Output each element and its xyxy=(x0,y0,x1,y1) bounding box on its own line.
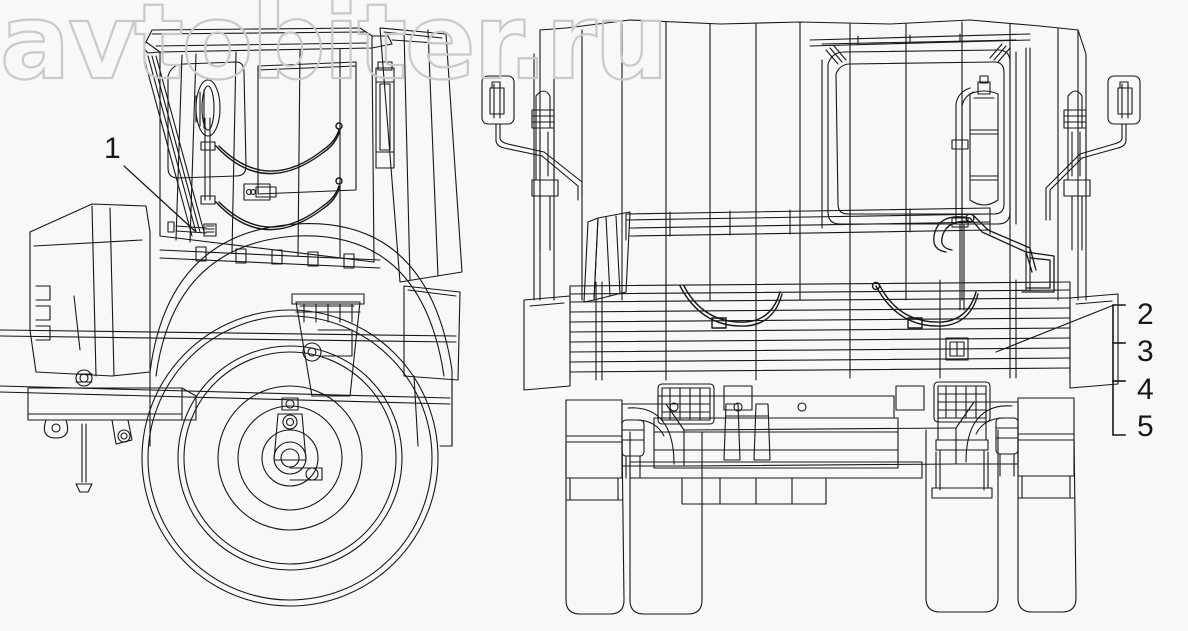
callout-label-2: 2 xyxy=(1137,298,1154,331)
tow-pin xyxy=(75,369,93,493)
air-line xyxy=(679,281,979,329)
callout-1-leader xyxy=(123,165,197,233)
crossmember xyxy=(159,246,381,269)
tow-hitch xyxy=(723,403,771,461)
step-ladder xyxy=(931,399,993,499)
cab xyxy=(159,47,375,263)
side-window xyxy=(257,61,357,195)
right-mirror xyxy=(1045,75,1141,221)
left-vehicle-view xyxy=(0,27,463,607)
left-mirror-mount xyxy=(531,90,559,251)
deck-linkage-arm xyxy=(933,213,1055,293)
rear-panel xyxy=(403,285,461,447)
callout-label-4: 4 xyxy=(1137,373,1154,406)
dump-body xyxy=(379,27,463,283)
rear-crossmember xyxy=(629,395,923,505)
steering-wheel xyxy=(195,79,221,137)
frame-rail xyxy=(0,329,457,405)
front-wheel xyxy=(141,309,439,607)
control-box xyxy=(243,183,277,201)
suspension-arm xyxy=(291,293,365,397)
body-mid-band xyxy=(569,281,1071,379)
callout-label-3: 3 xyxy=(1137,335,1154,368)
air-tank xyxy=(951,75,999,311)
cab-rear-window xyxy=(821,39,1017,229)
body-mount-bracket xyxy=(375,61,395,169)
callout-label-5: 5 xyxy=(1137,410,1154,443)
hood xyxy=(29,203,151,377)
cab-roof xyxy=(809,33,1031,47)
right-rear-fender xyxy=(1017,397,1075,499)
callout-label-1: 1 xyxy=(104,132,121,165)
right-vehicle-view xyxy=(481,19,1141,615)
wheel-hub-linkage xyxy=(273,397,323,481)
steering-column xyxy=(200,117,216,205)
deck-ribs xyxy=(583,211,631,303)
left-rear-fender xyxy=(565,399,623,501)
air-hose xyxy=(215,122,343,231)
right-mirror-mount xyxy=(1063,90,1091,251)
body-posts xyxy=(595,279,1017,381)
a-pillar xyxy=(143,55,205,237)
front-bumper xyxy=(27,387,197,445)
callout-bracket xyxy=(1112,304,1126,436)
roof-canopy xyxy=(143,27,393,54)
dump-body-rear xyxy=(533,19,1087,301)
deck-platform xyxy=(625,207,991,241)
body-flange xyxy=(523,293,1119,391)
callout-2-leader xyxy=(995,304,1115,353)
rear-wheels xyxy=(565,429,1077,615)
